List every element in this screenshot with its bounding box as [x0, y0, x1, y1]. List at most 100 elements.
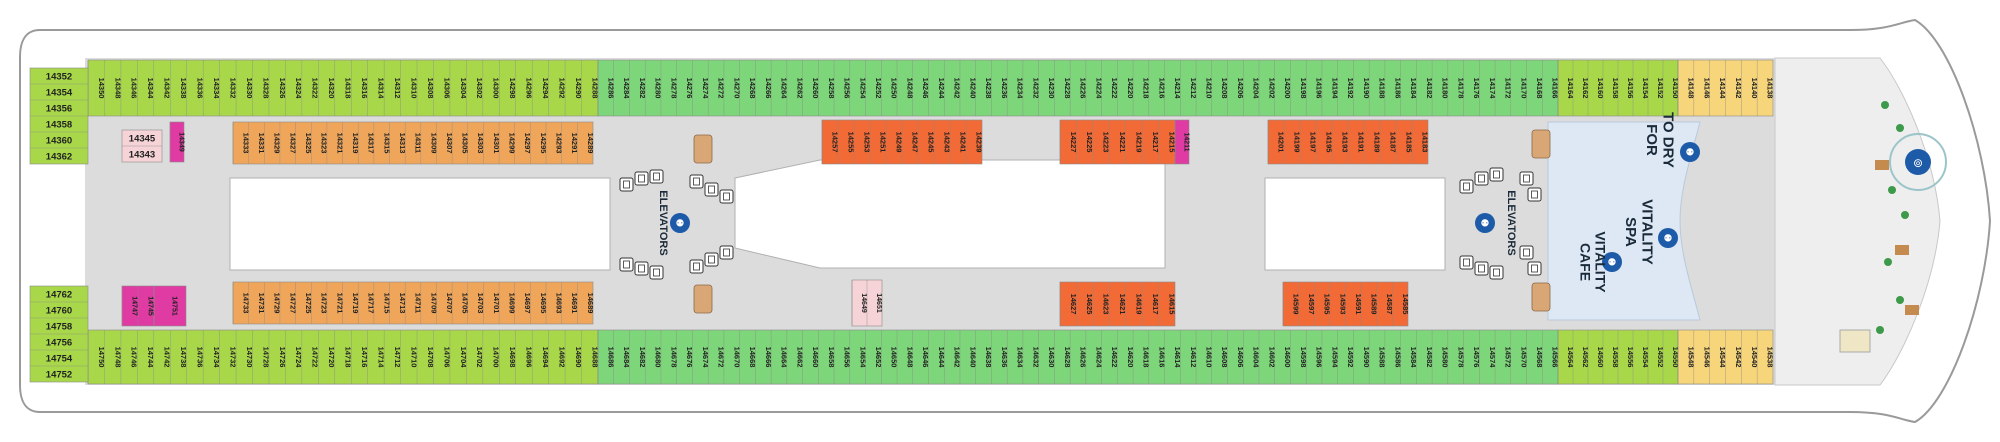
cabin-14662[interactable]: 14662: [795, 347, 804, 368]
cabin-14640[interactable]: 14640: [968, 347, 977, 368]
cabin-14318[interactable]: 14318: [344, 78, 353, 99]
cabin-14608[interactable]: 14608: [1220, 347, 1229, 368]
cabin-14724[interactable]: 14724: [294, 347, 303, 369]
cabin-14546[interactable]: 14546: [1702, 347, 1711, 368]
cabin-14217[interactable]: 14217: [1151, 132, 1160, 153]
cabin-14652[interactable]: 14652: [874, 347, 883, 368]
cabin-14572[interactable]: 14572: [1504, 347, 1513, 368]
cabin-14293[interactable]: 14293: [554, 133, 563, 154]
cabin-14618[interactable]: 14618: [1142, 347, 1151, 368]
cabin-14164[interactable]: 14164: [1566, 78, 1575, 100]
cabin-14257[interactable]: 14257: [831, 132, 840, 153]
cabin-14668[interactable]: 14668: [748, 347, 757, 368]
cabin-14274[interactable]: 14274: [701, 78, 710, 100]
cabin-14352[interactable]: 14352: [46, 71, 72, 82]
cabin-14731[interactable]: 14731: [257, 293, 266, 314]
cabin-14221[interactable]: 14221: [1118, 132, 1127, 153]
cabin-14714[interactable]: 14714: [377, 347, 386, 369]
cabin-14242[interactable]: 14242: [953, 78, 962, 99]
cabin-14651[interactable]: 14651: [875, 293, 882, 313]
cabin-14727[interactable]: 14727: [288, 293, 297, 314]
cabin-14606[interactable]: 14606: [1236, 347, 1245, 368]
cabin-14323[interactable]: 14323: [320, 133, 329, 154]
cabin-14658[interactable]: 14658: [827, 347, 836, 368]
cabin-14594[interactable]: 14594: [1330, 347, 1339, 369]
cabin-14700[interactable]: 14700: [492, 347, 501, 368]
cabin-14211[interactable]: 14211: [1183, 132, 1190, 151]
cabin-14656[interactable]: 14656: [843, 347, 852, 368]
cabin-14268[interactable]: 14268: [748, 78, 757, 99]
cabin-14693[interactable]: 14693: [554, 293, 563, 314]
cabin-14705[interactable]: 14705: [461, 293, 470, 314]
cabin-14227[interactable]: 14227: [1069, 132, 1078, 153]
cabin-14314[interactable]: 14314: [377, 78, 386, 100]
cabin-14648[interactable]: 14648: [905, 347, 914, 368]
cabin-14148[interactable]: 14148: [1687, 78, 1696, 99]
cabin-14138[interactable]: 14138: [1766, 78, 1775, 99]
cabin-14266[interactable]: 14266: [764, 78, 773, 99]
cabin-14754[interactable]: 14754: [46, 353, 73, 364]
cabin-14240[interactable]: 14240: [968, 78, 977, 99]
cabin-14289[interactable]: 14289: [586, 133, 595, 154]
cabin-14568[interactable]: 14568: [1535, 347, 1544, 368]
cabin-14338[interactable]: 14338: [179, 78, 188, 99]
cabin-14320[interactable]: 14320: [327, 78, 336, 99]
cabin-14174[interactable]: 14174: [1488, 78, 1497, 100]
cabin-14312[interactable]: 14312: [393, 78, 402, 99]
cabin-14194[interactable]: 14194: [1330, 78, 1339, 100]
cabin-14632[interactable]: 14632: [1031, 347, 1040, 368]
cabin-14305[interactable]: 14305: [461, 133, 470, 154]
cabin-14604[interactable]: 14604: [1252, 347, 1261, 369]
cabin-14540[interactable]: 14540: [1750, 347, 1759, 368]
cabin-14600[interactable]: 14600: [1283, 347, 1292, 368]
cabin-14623[interactable]: 14623: [1102, 294, 1111, 315]
cabin-14294[interactable]: 14294: [541, 78, 550, 100]
cabin-14248[interactable]: 14248: [905, 78, 914, 99]
cabin-14232[interactable]: 14232: [1031, 78, 1040, 99]
cabin-14745[interactable]: 14745: [147, 296, 154, 316]
cabin-14222[interactable]: 14222: [1110, 78, 1119, 99]
cabin-14626[interactable]: 14626: [1079, 347, 1088, 368]
cabin-14200[interactable]: 14200: [1283, 78, 1292, 99]
cabin-14360[interactable]: 14360: [46, 135, 72, 146]
cabin-14723[interactable]: 14723: [320, 293, 329, 314]
cabin-14597[interactable]: 14597: [1307, 294, 1316, 315]
cabin-14184[interactable]: 14184: [1409, 78, 1418, 100]
cabin-14614[interactable]: 14614: [1173, 347, 1182, 369]
cabin-14212[interactable]: 14212: [1189, 78, 1198, 99]
cabin-14215[interactable]: 14215: [1167, 132, 1176, 153]
cabin-14738[interactable]: 14738: [179, 347, 188, 368]
cabin-14284[interactable]: 14284: [622, 78, 631, 100]
cabin-14224[interactable]: 14224: [1094, 78, 1103, 100]
cabin-14258[interactable]: 14258: [827, 78, 836, 99]
cabin-14306[interactable]: 14306: [442, 78, 451, 99]
cabin-14554[interactable]: 14554: [1641, 347, 1650, 369]
cabin-14299[interactable]: 14299: [508, 133, 517, 154]
cabin-14621[interactable]: 14621: [1118, 294, 1127, 315]
cabin-14208[interactable]: 14208: [1220, 78, 1229, 99]
cabin-14288[interactable]: 14288: [590, 78, 599, 99]
cabin-14158[interactable]: 14158: [1611, 78, 1620, 99]
cabin-14311[interactable]: 14311: [414, 133, 423, 153]
cabin-14599[interactable]: 14599: [1291, 294, 1300, 315]
cabin-14704[interactable]: 14704: [459, 347, 468, 369]
cabin-14715[interactable]: 14715: [382, 293, 391, 314]
cabin-14742[interactable]: 14742: [163, 347, 172, 368]
cabin-14333[interactable]: 14333: [241, 133, 250, 154]
cabin-14544[interactable]: 14544: [1718, 347, 1727, 369]
cabin-14748[interactable]: 14748: [113, 347, 122, 368]
cabin-14564[interactable]: 14564: [1566, 347, 1575, 369]
cabin-14620[interactable]: 14620: [1126, 347, 1135, 368]
cabin-14291[interactable]: 14291: [570, 133, 579, 154]
cabin-14210[interactable]: 14210: [1205, 78, 1214, 99]
cabin-14616[interactable]: 14616: [1157, 347, 1166, 368]
cabin-14707[interactable]: 14707: [445, 293, 454, 314]
cabin-14302[interactable]: 14302: [475, 78, 484, 99]
cabin-14192[interactable]: 14192: [1346, 78, 1355, 99]
cabin-14236[interactable]: 14236: [1000, 78, 1009, 99]
cabin-14580[interactable]: 14580: [1441, 347, 1450, 368]
cabin-14290[interactable]: 14290: [574, 78, 583, 99]
cabin-14276[interactable]: 14276: [685, 78, 694, 99]
cabin-14310[interactable]: 14310: [409, 78, 418, 99]
cabin-14223[interactable]: 14223: [1102, 132, 1111, 153]
